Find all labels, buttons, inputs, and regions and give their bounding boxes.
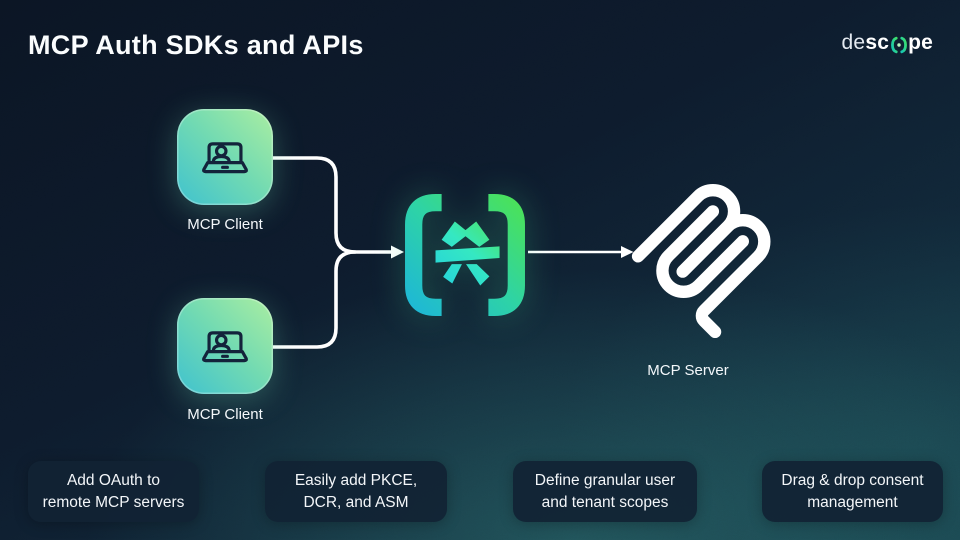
descope-auth-icon xyxy=(404,194,526,321)
logo-text-sc: sc xyxy=(865,31,890,54)
page-title: MCP Auth SDKs and APIs xyxy=(28,30,364,60)
mcp-client-tile xyxy=(177,109,273,205)
mcp-client-label: MCP Client xyxy=(187,406,263,423)
laptop-user-icon xyxy=(202,331,248,363)
arrowhead-icon xyxy=(391,245,404,259)
mcp-client-label: MCP Client xyxy=(187,216,263,233)
mcp-client-tile xyxy=(177,298,273,394)
arrowhead-icon xyxy=(621,246,634,258)
logo-text-pe: pe xyxy=(908,31,933,54)
logo-text-de: de xyxy=(841,31,866,54)
descope-o-icon xyxy=(890,36,908,54)
mcp-server-label: MCP Server xyxy=(647,362,729,379)
mcp-server-icon xyxy=(616,170,788,347)
laptop-user-icon xyxy=(202,142,248,174)
